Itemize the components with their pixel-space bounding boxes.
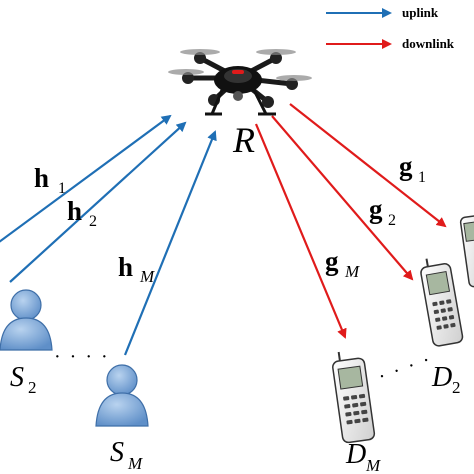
uplink-arrow-2 — [9, 121, 187, 283]
channel-hM-sub: M — [139, 267, 155, 286]
channel-h2-label: h 2 — [67, 196, 97, 230]
user-icon-s2 — [0, 289, 53, 351]
uplink-arrows — [0, 114, 217, 356]
uplink-arrow-m — [123, 130, 217, 356]
destination-dm-label: D M — [345, 439, 381, 474]
user-icon-sm — [95, 364, 149, 427]
drone-icon — [168, 49, 312, 116]
uplink-legend-label: uplink — [402, 5, 439, 20]
destination-dm-sub: M — [365, 456, 381, 474]
channel-g2-base: g — [369, 194, 383, 224]
channel-g1-label: g 1 — [399, 151, 426, 186]
source-s2-sub: 2 — [28, 378, 37, 397]
destination-d2-sub: 2 — [452, 378, 461, 397]
source-sm-base: S — [110, 437, 124, 468]
channel-h1-label: h 1 — [34, 163, 66, 197]
source-s2-base: S — [10, 362, 24, 393]
downlink-arrow-1 — [289, 103, 447, 228]
downlink-arrow-2 — [271, 115, 414, 281]
destination-dm-base: D — [345, 439, 366, 470]
channel-h2-sub: 2 — [89, 213, 97, 230]
source-ellipsis: · · · · — [54, 346, 110, 368]
source-s2-label: S 2 — [10, 362, 37, 397]
phone-icon-d2 — [420, 258, 464, 347]
phone-icon-d1 — [459, 214, 474, 288]
channel-g2-label: g 2 — [369, 194, 396, 229]
channel-g1-sub: 1 — [418, 169, 426, 186]
downlink-legend-label: downlink — [402, 36, 455, 51]
uplink-arrow-1 — [0, 114, 172, 243]
channel-g1-base: g — [399, 151, 413, 181]
destination-d2-base: D — [431, 362, 452, 393]
channel-gM-label: g M — [325, 246, 360, 281]
channel-h1-base: h — [34, 163, 49, 193]
channel-hM-base: h — [118, 252, 133, 282]
source-sm-sub: M — [127, 454, 143, 473]
downlink-arrows — [254, 103, 447, 339]
source-sm-label: S M — [110, 437, 143, 473]
legend: uplink downlink — [326, 5, 455, 51]
destination-d2-label: D 2 — [431, 362, 461, 397]
channel-g2-sub: 2 — [388, 212, 396, 229]
channel-gM-sub: M — [344, 262, 360, 281]
channel-h1-sub: 1 — [58, 180, 66, 197]
channel-gM-base: g — [325, 246, 339, 276]
destination-ellipsis: · · · · — [375, 348, 435, 388]
phone-icon-dm — [332, 351, 376, 444]
downlink-arrow-m — [254, 123, 347, 339]
channel-h2-base: h — [67, 196, 82, 226]
channel-hM-label: h M — [118, 252, 155, 286]
relay-label: R — [232, 120, 255, 160]
